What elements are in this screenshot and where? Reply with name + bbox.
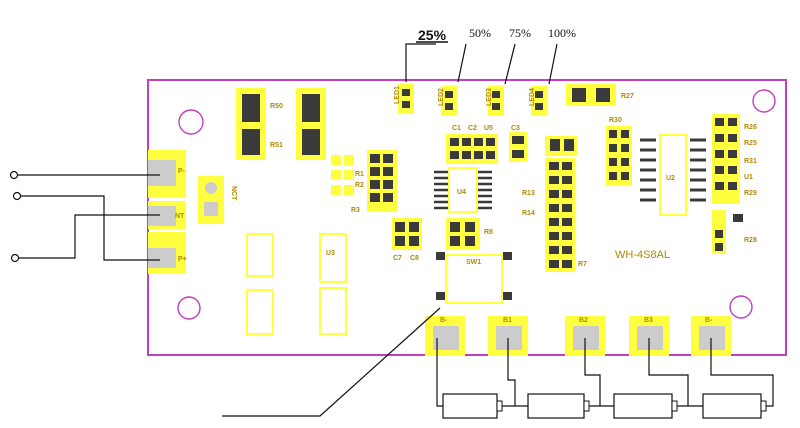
mounting-hole-top-right <box>752 89 776 113</box>
cell-wiring <box>436 338 774 407</box>
terminal-ntc-label: NT <box>175 213 185 220</box>
r8-pads <box>446 218 480 250</box>
r50-r51-pads <box>236 88 326 160</box>
u4-label: U4 <box>457 189 466 196</box>
r50-label: R50 <box>270 103 283 110</box>
r27-label: R27 <box>621 93 634 100</box>
indicator-100-label: 100% <box>548 26 576 40</box>
pad-b3-label: B3 <box>644 317 653 324</box>
left-wires <box>9 170 160 263</box>
c7-label: C7 <box>393 255 402 262</box>
u1-label: U1 <box>744 174 753 181</box>
center-right-column <box>545 136 577 272</box>
r28-label: R28 <box>744 237 757 244</box>
u3-label: U3 <box>326 250 335 257</box>
r29-label: R29 <box>744 190 757 197</box>
r26-label: R26 <box>744 124 757 131</box>
r51-label: R51 <box>270 142 283 149</box>
mounting-hole-bottom-right <box>729 295 753 319</box>
r3-label: R3 <box>351 207 360 214</box>
led4-label: LED4 <box>529 88 536 106</box>
pad-b2-label: B2 <box>579 317 588 324</box>
r31-label: R31 <box>744 158 757 165</box>
mosfet-bank-left <box>246 233 347 335</box>
led3-label: LED3 <box>486 88 493 106</box>
c8-label: C8 <box>410 255 419 262</box>
c3-label: C3 <box>511 125 520 132</box>
u2-ic <box>640 134 706 216</box>
u2-label: U2 <box>666 175 675 182</box>
led-pads <box>398 84 547 116</box>
c1-label: C1 <box>452 125 461 132</box>
r25-label: R25 <box>744 140 757 147</box>
r1-label: R1 <box>355 171 364 178</box>
mounting-hole-bottom-left <box>177 296 201 320</box>
r30-label: R30 <box>609 117 622 124</box>
pad-b-minus-left-label: B- <box>440 317 448 324</box>
u5-pads <box>446 134 498 164</box>
r30-pads <box>606 126 632 186</box>
battery-cells <box>442 393 767 419</box>
pad-b1-label: B1 <box>503 317 512 324</box>
c2-label: C2 <box>468 125 477 132</box>
nct-jumper-label: NCT <box>230 186 237 201</box>
pad-b-minus-right-label: B- <box>705 317 713 324</box>
r8-label: R8 <box>484 229 493 236</box>
r1-r3-pads <box>331 150 397 212</box>
pointer-line <box>222 307 441 417</box>
indicator-50-label: 50% <box>469 26 491 40</box>
indicator-25-label: 25% <box>418 27 447 43</box>
right-resistor-stack <box>712 114 743 254</box>
led1-label: LED1 <box>394 86 401 104</box>
r14-label: R14 <box>522 210 535 217</box>
u5-label: U5 <box>484 125 493 132</box>
r13-label: R13 <box>522 190 535 197</box>
led2-label: LED2 <box>438 88 445 106</box>
r2-label: R2 <box>355 182 364 189</box>
left-terminals <box>148 150 186 274</box>
u4-ic <box>434 167 492 213</box>
sw1-switch <box>436 252 512 304</box>
indicator-75-label: 75% <box>509 26 531 40</box>
board-model-label: WH-4S8AL <box>615 249 670 261</box>
sw1-label: SW1 <box>466 259 481 266</box>
mounting-hole-top-left <box>178 109 204 135</box>
terminal-p-plus-label: P+ <box>178 256 187 263</box>
terminal-p-minus-label: P- <box>178 168 186 175</box>
r7-label: R7 <box>578 261 587 268</box>
c7-c8-pads <box>392 218 422 250</box>
